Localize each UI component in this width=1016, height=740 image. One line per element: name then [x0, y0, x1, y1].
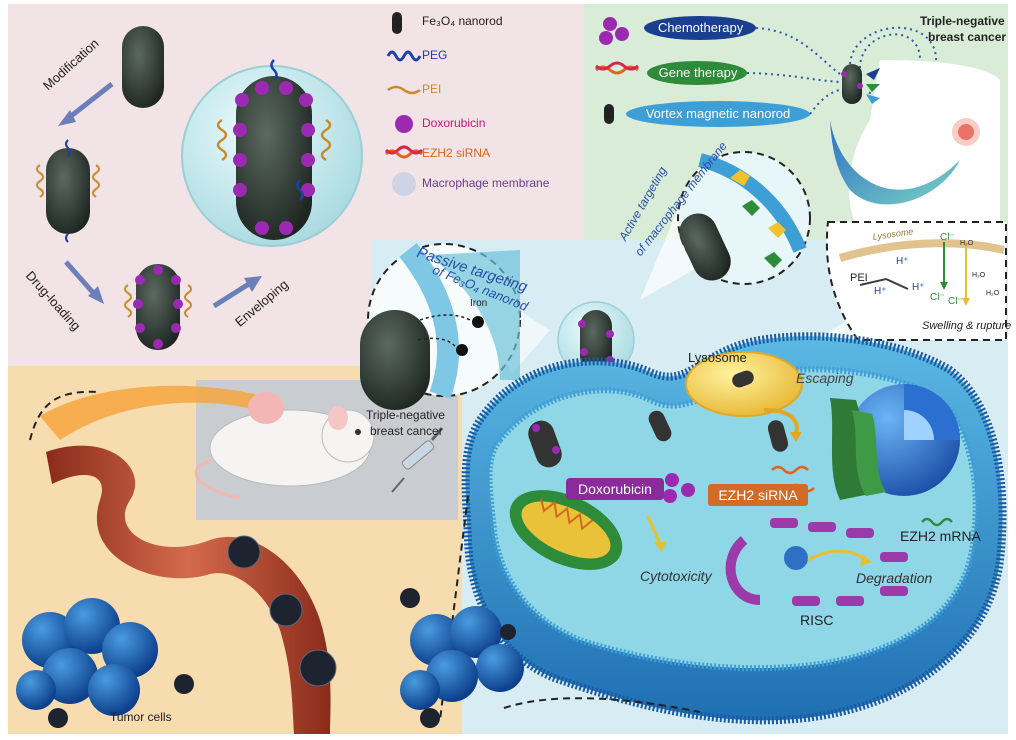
inset-pei-label: PEI	[850, 272, 868, 284]
escaping-label: Escaping	[796, 370, 854, 386]
modification-arrow	[58, 82, 114, 126]
enveloping-arrow	[212, 276, 262, 309]
vortex-pill	[626, 101, 810, 127]
lysosome-label: Lysosome	[688, 350, 747, 365]
syringe-icon	[391, 427, 444, 493]
endoplasmic-reticulum	[830, 398, 886, 500]
cytoplasm-nanorod-1	[528, 420, 562, 468]
legend-icon-macrophage-membrane	[392, 172, 416, 196]
mouse-tnbc-line1: Triple-negative	[366, 408, 445, 422]
mouse-tnbc-line2: breast cancer	[370, 424, 443, 438]
lysosome-rupture-inset	[825, 221, 1007, 341]
gene-therapy-label: Gene therapy	[658, 65, 738, 80]
legend-label-ezh2-sirna: EZH2 siRNA	[422, 146, 491, 160]
legend-icon-fe3o4-nanorod	[392, 12, 402, 34]
doxorubicin-molecules	[663, 473, 695, 503]
gene-therapy-rna-icon	[595, 61, 639, 75]
inset-h-plus-2: H⁺	[874, 286, 887, 297]
injection-beam	[40, 385, 262, 440]
legend-icon-doxorubicin	[395, 115, 413, 133]
legend-label-peg: PEG	[422, 48, 448, 62]
drug-loading-arrow	[64, 260, 104, 304]
passive-targeting-inset	[360, 243, 521, 410]
swelling-rupture-label: Swelling & rupture	[922, 320, 1012, 332]
inset-h-plus-1: H⁺	[896, 256, 909, 267]
ezh2-sirna-tag	[708, 484, 808, 506]
body-silhouette	[830, 60, 1000, 232]
inset-cl-minus-1: Cl⁻	[940, 232, 955, 243]
tumor-cluster-left	[16, 598, 158, 716]
cytotoxicity-label: Cytotoxicity	[640, 568, 712, 584]
inset-h-plus-3: H⁺	[912, 282, 925, 293]
modified-nanorod	[36, 139, 100, 243]
free-nanorods	[48, 588, 516, 728]
legend-icon-ezh2-sirna	[384, 145, 424, 159]
risc-complex	[725, 518, 908, 606]
inset-h2o-2: H₂O	[972, 272, 986, 279]
lysosome-organelle	[685, 351, 803, 417]
chemotherapy-label: Chemotherapy	[658, 20, 744, 35]
doxorubicin-tag	[566, 478, 664, 500]
tumor-cells-label: Tumor cells	[110, 710, 172, 724]
inset-cl-minus-2: Cl⁻	[930, 292, 945, 303]
active-targeting-inset	[677, 151, 811, 285]
cytoplasm-nanorod-2	[648, 410, 672, 442]
blood-vessel	[46, 445, 337, 734]
cytotoxicity-arrow	[646, 515, 666, 552]
degradation-label: Degradation	[856, 570, 933, 586]
tumor-cluster-right	[400, 606, 524, 710]
risc-label: RISC	[800, 612, 834, 628]
ezh2-mrna-label: EZH2 mRNA	[900, 528, 981, 544]
therapy-tnbc-title-line1: Triple-negative	[920, 14, 1005, 28]
legend-label-pei: PEI	[422, 82, 442, 96]
mrna-strand	[921, 517, 953, 527]
escaping-arrow	[763, 408, 802, 442]
chemotherapy-drug-icon	[599, 17, 629, 45]
mitochondrion	[509, 490, 623, 570]
legend-icon-peg	[386, 50, 422, 62]
vortex-nanorod-icon	[604, 104, 614, 124]
escaped-nanorod	[767, 420, 789, 452]
chemotherapy-pill	[644, 16, 756, 40]
inset-cl-minus-3: Cl⁻	[948, 296, 963, 307]
legend-label-fe3o4-nanorod: Fe₃O₄ nanorod	[422, 14, 503, 28]
doxorubicin-label: Doxorubicin	[578, 481, 652, 497]
zoom-dashed-curve	[29, 390, 701, 721]
ezh2-sirna-label: EZH2 siRNA	[718, 487, 798, 503]
inset-h2o-3: H₂O	[986, 290, 1000, 297]
mouse-illustration	[194, 392, 375, 500]
vortex-magnetic-nanorod-label: Vortex magnetic nanorod	[645, 106, 791, 121]
legend-label-macrophage-membrane: Macrophage membrane	[422, 176, 550, 190]
therapy-tnbc-title-line2: breast cancer	[928, 30, 1007, 44]
iron-label: Iron	[470, 298, 488, 309]
drug-loaded-nanorod	[124, 264, 192, 350]
gene-therapy-pill	[647, 61, 747, 85]
legend-label-doxorubicin: Doxorubicin	[422, 116, 486, 130]
legend-icon-pei	[387, 85, 421, 95]
enveloped-nanorod-large	[181, 59, 363, 247]
therapy-nanorod	[841, 64, 880, 104]
bare-nanorod	[122, 26, 164, 108]
inset-h2o-1: H₂O	[960, 240, 974, 247]
